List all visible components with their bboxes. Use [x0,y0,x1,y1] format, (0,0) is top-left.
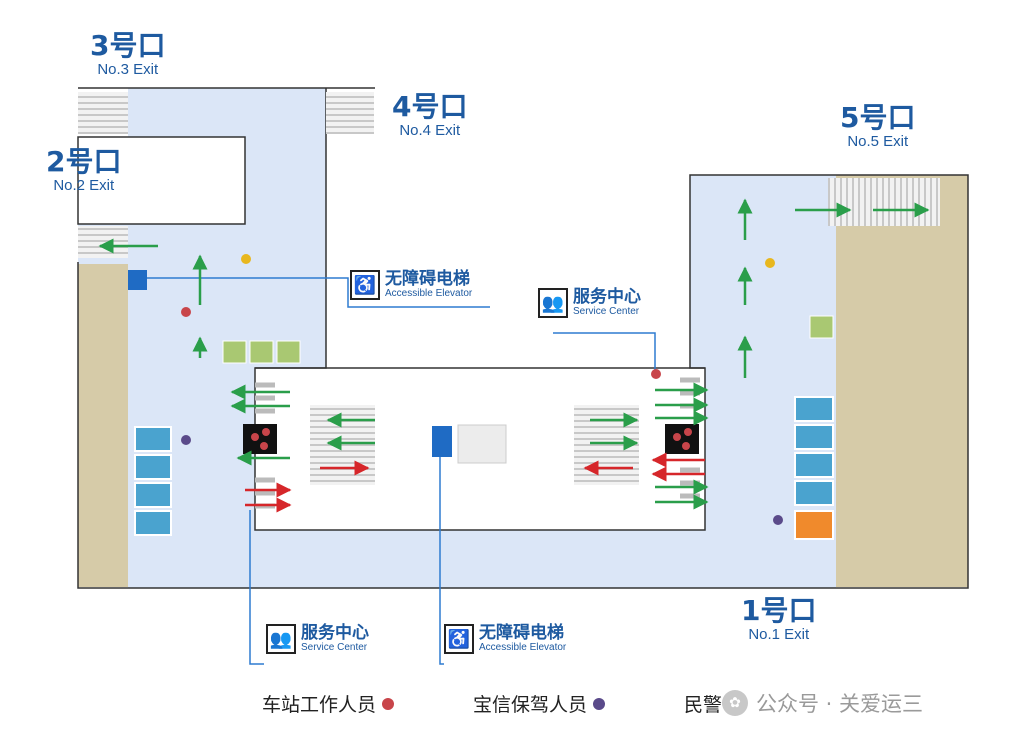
service-center-tag-top: 👥 服务中心 Service Center [538,288,641,318]
exit-2-stairs [78,226,128,258]
exit-4-label: 4号口 No.4 Exit [392,90,468,139]
exit-3-en: No.3 Exit [97,61,159,78]
wechat-icon: ✿ [722,690,748,716]
fare-gate [134,426,172,452]
elevator-marker-center [432,426,452,457]
accessible-elevator-icon: ♿ [444,624,474,654]
connector-lines [147,277,656,665]
exit-2-en: No.2 Exit [53,177,115,194]
left-wall [78,262,128,587]
exit-2-cn: 2号口 [46,145,122,178]
exit-5-cn: 5号口 [840,101,916,134]
service-cn: 服务中心 [301,622,369,643]
station-staff-marker [181,307,191,317]
exit-5-stairs [828,178,940,226]
exit-4-cn: 4号口 [392,90,468,123]
center-stairs [457,424,507,464]
fare-gate [134,510,172,536]
station-staff-marker [651,369,661,379]
elevator-marker-top [128,270,147,290]
service-en: Service Center [301,641,368,653]
gate-lines [255,377,700,509]
service-cn: 服务中心 [573,286,641,307]
exit-4-stairs [326,92,374,134]
legend-label: 宝信保驾人员 [473,694,588,716]
accessible-elevator-tag-bottom: ♿ 无障碍电梯 Accessible Elevator [444,622,567,654]
service-center-booths [243,424,699,454]
fare-gates [134,396,834,540]
watermark-text: 公众号 · 关爱运三 [756,692,924,716]
entry-arrows [245,452,705,513]
exit-5-en: No.5 Exit [847,133,909,150]
left-hall-strip [173,365,258,587]
legend-dot [382,697,395,710]
exit-2-label: 2号口 No.2 Exit [46,145,122,194]
elevator-en: Accessible Elevator [479,641,567,653]
ticket-machine [276,340,301,364]
service-center-icon: 👥 [538,288,568,318]
exit-5-label: 5号口 No.5 Exit [840,101,916,150]
legend-security-staff: 宝信保驾人员 [473,690,606,717]
fare-gate [134,454,172,480]
exit-3-cn: 3号口 [90,29,166,62]
legend-dot [593,697,606,710]
staff-markers [181,254,783,525]
legend-label: 车站工作人员 [262,694,377,716]
orange-machine [794,510,834,540]
police-marker [241,254,251,264]
service-center-tag-bottom: 👥 服务中心 Service Center [266,624,369,654]
exit-4-en: No.4 Exit [399,122,461,139]
left-inner-stairs [310,405,375,485]
exit-2-block [77,136,246,225]
elevator-cn: 无障碍电梯 [385,268,470,289]
right-inner-stairs [574,405,639,485]
security-staff-marker [773,515,783,525]
legend-station-staff: 车站工作人员 [262,690,395,717]
outline-walls [77,87,969,589]
service-booth-left [243,424,277,454]
fare-gate [794,396,834,422]
fare-gate [134,482,172,508]
watermark: ✿ 公众号 · 关爱运三 [722,688,923,718]
exit-1-en: No.1 Exit [748,626,810,643]
security-staff-marker [181,435,191,445]
legend-label: 民警 [684,694,723,716]
right-wall [836,175,968,587]
ticket-machine [249,340,274,364]
elevator-en: Accessible Elevator [385,287,473,299]
ticket-machines [222,315,834,364]
ticket-machine [809,315,834,339]
fare-gate [794,424,834,450]
fare-gate [794,452,834,478]
exit-3-stairs [78,92,128,134]
service-center-icon: 👥 [266,624,296,654]
elevator-cn: 无障碍电梯 [479,622,564,643]
fare-gate [794,480,834,506]
police-marker [765,258,775,268]
accessible-elevator-tag-top: ♿ 无障碍电梯 Accessible Elevator [350,268,473,300]
exit-1-label: 1号口 No.1 Exit [741,594,817,643]
exit-arrows [98,198,930,510]
exit-1-cn: 1号口 [741,594,817,627]
service-en: Service Center [573,305,640,317]
exit-3-label: 3号口 No.3 Exit [90,29,166,78]
service-booth-right [665,424,699,454]
ticket-machine [222,340,247,364]
accessible-elevator-icon: ♿ [350,270,380,300]
